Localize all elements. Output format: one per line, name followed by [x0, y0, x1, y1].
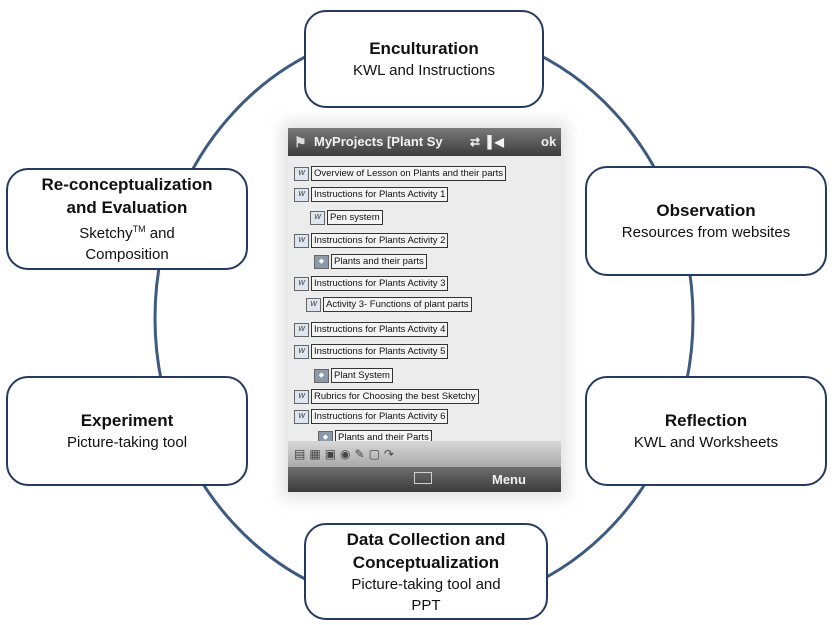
stage-title: Reflection: [664, 411, 748, 430]
list-item-label: Instructions for Plants Activity 6: [311, 409, 449, 424]
stage-title: Enculturation: [369, 39, 479, 58]
stage-observation: Observation Resources from websites: [585, 166, 827, 276]
list-item-label: Plant System: [331, 368, 393, 383]
stage-description: Picture-taking tool: [66, 434, 188, 451]
stage-description: Resources from websites: [621, 224, 791, 241]
document-icon: W: [294, 344, 309, 359]
menu-button[interactable]: Menu: [492, 472, 526, 487]
stage-description: KWL and Instructions: [352, 62, 495, 79]
stage-title: Observation: [656, 201, 756, 220]
stage-description-line2: Composition: [85, 246, 169, 263]
phone-title-bar: ⚑ MyProjects [Plant Sy ⇄▐◀ ok: [288, 128, 561, 156]
and-label: and: [145, 225, 175, 242]
stage-experiment: Experiment Picture-taking tool: [6, 376, 248, 486]
keyboard-icon[interactable]: [414, 472, 432, 484]
document-icon: W: [306, 297, 321, 312]
stage-enculturation: Enculturation KWL and Instructions: [304, 10, 544, 108]
photo-icon[interactable]: ▢: [368, 447, 384, 461]
sketchy-label: Sketchy: [79, 225, 133, 242]
document-icon: W: [294, 409, 309, 424]
list-item-label: Plants and their parts: [331, 254, 427, 269]
list-item-label: Instructions for Plants Activity 1: [311, 187, 449, 202]
list-item-label: Instructions for Plants Activity 4: [311, 322, 449, 337]
stage-title: Experiment: [80, 411, 174, 430]
document-icon: W: [310, 210, 325, 225]
image-icon[interactable]: ▣: [324, 447, 341, 461]
list-item-label: Instructions for Plants Activity 3: [311, 276, 449, 291]
camera-icon[interactable]: ◉: [340, 447, 355, 461]
pen-icon[interactable]: ✎: [354, 447, 369, 461]
sync-icon: ⇄: [470, 135, 484, 149]
stage-reconceptualization: Re-conceptualization and Evaluation Sket…: [6, 168, 248, 270]
list-item-label: Instructions for Plants Activity 2: [311, 233, 449, 248]
document-icon: W: [294, 322, 309, 337]
chart-icon[interactable]: ▦: [309, 447, 325, 461]
document-icon: W: [294, 187, 309, 202]
stage-description-line1: Picture-taking tool and: [351, 575, 501, 593]
stage-title-line2: Conceptualization: [352, 552, 500, 572]
volume-icon: ◀: [494, 135, 507, 149]
trademark-mark: TM: [132, 224, 146, 234]
stage-title-line1: Re-conceptualization: [41, 175, 213, 194]
image-icon: ◆: [314, 368, 329, 383]
new-document-icon[interactable]: ▤: [294, 447, 310, 461]
document-icon: W: [294, 233, 309, 248]
stage-description-line2: PPT: [411, 596, 441, 614]
stage-description-line1: SketchyTM and: [79, 219, 175, 244]
list-item-label: Overview of Lesson on Plants and their p…: [311, 166, 507, 181]
phone-toolbar: ▤▦▣◉✎▢↷: [288, 441, 561, 467]
list-item-label: Rubrics for Choosing the best Sketchy: [311, 389, 479, 404]
phone-app-title: MyProjects [Plant Sy: [314, 134, 443, 149]
document-icon: W: [294, 389, 309, 404]
stage-title-line2: and Evaluation: [66, 198, 188, 217]
ok-button[interactable]: ok: [541, 134, 557, 149]
document-icon: W: [294, 166, 309, 181]
phone-soft-key-bar: Menu: [288, 467, 561, 492]
list-item[interactable]: ◆Plants and their parts: [314, 254, 427, 269]
stage-reflection: Reflection KWL and Worksheets: [585, 376, 827, 486]
status-icons: ⇄▐◀: [470, 128, 507, 156]
list-item-label: Activity 3- Functions of plant parts: [323, 297, 472, 312]
image-icon: ◆: [314, 254, 329, 269]
document-icon: W: [294, 276, 309, 291]
arrow-icon[interactable]: ↷: [383, 447, 398, 461]
windows-flag-icon[interactable]: ⚑: [294, 134, 307, 150]
list-item-label: Pen system: [327, 210, 383, 225]
signal-icon: ▐: [483, 135, 495, 149]
stage-data-collection: Data Collection and Conceptualization Pi…: [304, 523, 548, 620]
list-item[interactable]: ◆Plant System: [314, 368, 393, 383]
stage-title-line1: Data Collection and: [346, 529, 506, 549]
list-item-label: Instructions for Plants Activity 5: [311, 344, 449, 359]
stage-description: KWL and Worksheets: [633, 434, 779, 451]
